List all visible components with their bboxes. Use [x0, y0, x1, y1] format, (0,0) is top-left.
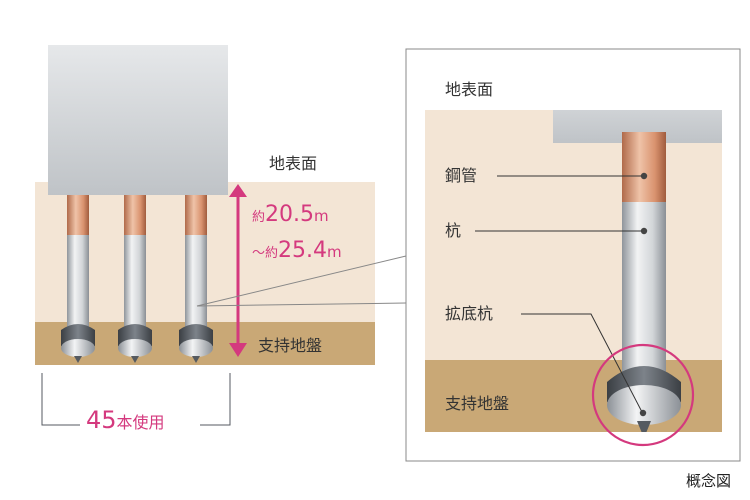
- building-foundation: [48, 45, 228, 195]
- pile-label: 杭: [445, 221, 462, 240]
- steel-pipe-label: 鋼管: [445, 166, 478, 185]
- bearing-layer-label: 支持地盤: [258, 336, 323, 355]
- detail-soil-layer: [425, 110, 722, 360]
- depth-label-max: ～約25.4m: [252, 240, 342, 262]
- leader-line: [521, 313, 643, 413]
- depth-unit: m: [327, 243, 342, 261]
- conceptual-diagram-note: 概念図: [686, 472, 732, 490]
- depth-prefix: ～約: [252, 246, 279, 261]
- pile-count-suffix: 本使用: [116, 413, 165, 432]
- depth-value: 20.5: [265, 202, 314, 227]
- depth-value: 25.4: [278, 238, 327, 263]
- pile-count-number: 45: [86, 406, 117, 434]
- steel-pipe: [622, 132, 666, 202]
- depth-label-min: 約20.5m: [252, 204, 329, 226]
- pile: [61, 195, 95, 363]
- ground-surface-label: 地表面: [269, 154, 318, 173]
- highlight-circle: [591, 343, 695, 447]
- pile: [118, 195, 152, 363]
- zoom-connector: [196, 255, 407, 307]
- depth-unit: m: [314, 207, 329, 225]
- depth-prefix: 約: [252, 210, 266, 225]
- depth-arrow: [229, 184, 247, 357]
- expanded-base-pile-label: 拡底杭: [445, 304, 494, 323]
- pile-count-label: 45本使用: [86, 408, 165, 432]
- pile-count-bracket: [41, 373, 231, 426]
- detail-bearing-layer-label: 支持地盤: [445, 394, 510, 413]
- detail-ground-surface-label: 地表面: [445, 80, 494, 99]
- zoom-connector: [196, 302, 407, 307]
